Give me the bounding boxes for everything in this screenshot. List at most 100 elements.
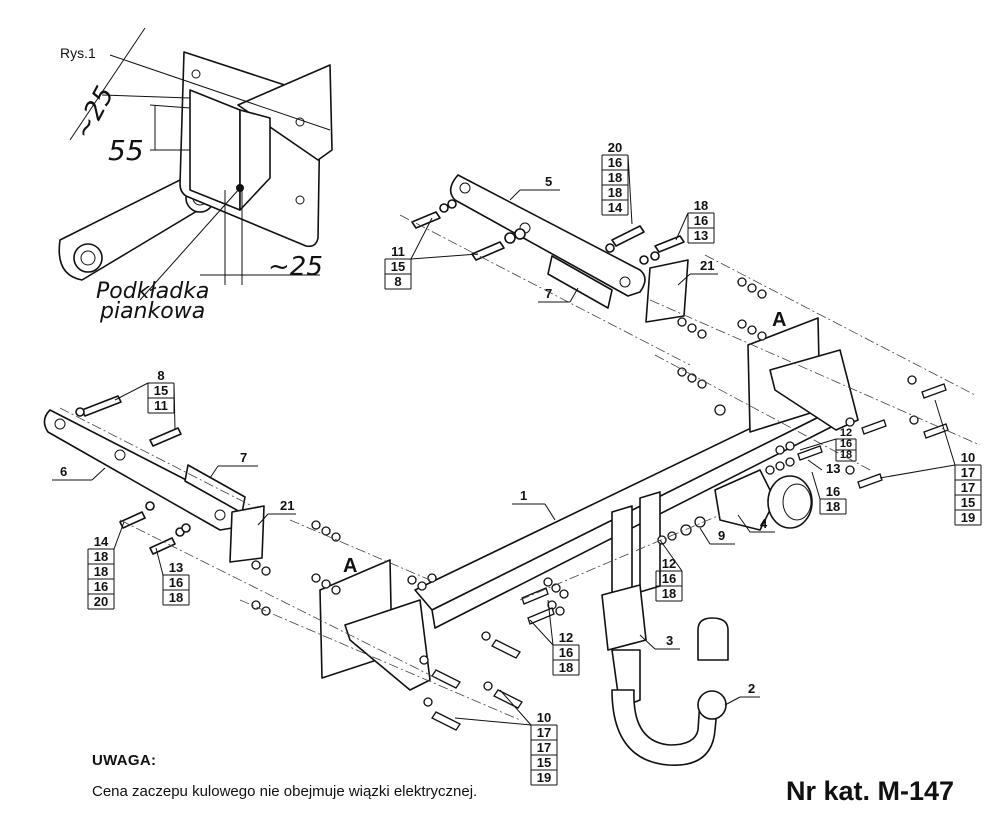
- stack-number: 17: [537, 725, 551, 740]
- part-label-7-right: 7: [545, 286, 552, 301]
- stack-number: 18: [94, 549, 108, 564]
- stack-number: 16: [694, 213, 708, 228]
- tow-ball: [697, 690, 727, 720]
- stack-number: 19: [961, 510, 975, 525]
- stack-number: 18: [559, 660, 573, 675]
- stack-number: 16: [169, 575, 183, 590]
- part-label-2: 2: [748, 681, 755, 696]
- part-label-4: 4: [760, 516, 768, 531]
- stack-number: 13: [169, 560, 183, 575]
- stack-leader-line: [547, 599, 554, 646]
- stack-number: 16: [662, 571, 676, 586]
- stack-number: 12: [559, 630, 573, 645]
- stack-leader-line: [499, 689, 532, 726]
- part-labels: 1 2 3 4 5 6 7 7 9 21 21 13: [52, 174, 840, 706]
- stack-number: 18: [169, 590, 183, 605]
- part-label-7-left: 7: [240, 450, 247, 465]
- dimension-25-horizontal: ~25: [268, 252, 323, 282]
- stack-number: 8: [394, 274, 401, 289]
- left-end-box: [344, 599, 431, 691]
- part-label-21-right: 21: [700, 258, 714, 273]
- foam-pad-21-left: [229, 505, 265, 563]
- stack-number: 18: [840, 449, 852, 461]
- stack-number: 15: [154, 383, 168, 398]
- spacer-plate-7-right: [547, 255, 613, 309]
- note-title: UWAGA:: [92, 752, 157, 769]
- stack-number: 16: [608, 155, 622, 170]
- stack-number: 16: [559, 645, 573, 660]
- stack-number: 18: [94, 564, 108, 579]
- stack-number: 17: [537, 740, 551, 755]
- stack-number: 10: [537, 710, 551, 725]
- electric-socket-4: [767, 475, 813, 529]
- stack-number: 8: [157, 368, 164, 383]
- part-label-6: 6: [60, 464, 67, 479]
- assembly-axis-lines: [59, 214, 981, 721]
- stack-number: 10: [961, 450, 975, 465]
- foam-pad-21-right: [645, 259, 689, 323]
- foam-pad-label-line1: Podkładka: [96, 279, 209, 304]
- part-label-13: 13: [826, 461, 840, 476]
- part-label-21-left: 21: [280, 498, 294, 513]
- section-mark-a-right: A: [772, 309, 786, 331]
- ball-holder-3: [601, 584, 647, 651]
- stack-number: 15: [961, 495, 975, 510]
- ball-cap: [697, 617, 729, 661]
- part-label-9: 9: [718, 528, 725, 543]
- stack-number: 16: [840, 438, 852, 450]
- stack-number: 14: [608, 200, 623, 215]
- stack-leader-line: [675, 212, 689, 241]
- stack-leader-line: [410, 253, 479, 260]
- stack-number: 18: [662, 586, 676, 601]
- detail-spacer-front: [73, 243, 103, 273]
- right-mounting-bracket: [411, 174, 689, 323]
- stack-number: 20: [608, 140, 622, 155]
- note-text: Cena zaczepu kulowego nie obejmuje wiązk…: [92, 783, 478, 800]
- dimension-55: 55: [108, 134, 144, 167]
- detail-beam: [237, 64, 333, 161]
- stack-leader-line: [879, 464, 956, 479]
- stack-number: 11: [154, 398, 168, 413]
- stack-number: 17: [961, 465, 975, 480]
- stack-number: 11: [391, 244, 405, 259]
- detail-figure: Rys.1 ~25 55 ~25 Podkładka piankowa: [58, 27, 333, 324]
- main-crossbeam: [319, 317, 859, 766]
- stack-number: 18: [694, 198, 708, 213]
- stack-leader-line: [410, 217, 433, 260]
- stack-leader-line: [627, 154, 633, 225]
- stack-number: 15: [391, 259, 405, 274]
- figure-label: Rys.1: [60, 45, 96, 61]
- stack-leader-line: [934, 399, 956, 466]
- stack-leader-line: [155, 547, 164, 576]
- part-label-5: 5: [545, 174, 552, 189]
- stack-leader-line: [454, 717, 532, 726]
- stack-leader-line: [114, 382, 149, 401]
- stack-leader-line: [811, 471, 821, 500]
- stack-number: 14: [94, 534, 109, 549]
- stack-leader-line: [173, 382, 176, 431]
- stack-number: 16: [826, 484, 840, 499]
- bracket-5: [449, 174, 646, 297]
- stack-number: 13: [694, 228, 708, 243]
- stack-leader-line: [659, 539, 683, 572]
- part-label-1: 1: [520, 488, 527, 503]
- section-mark-a-left: A: [343, 555, 357, 577]
- stack-number: 17: [961, 480, 975, 495]
- hardware-nuts: [251, 277, 949, 731]
- foam-pad-label-line2: piankowa: [99, 299, 205, 324]
- stack-number: 19: [537, 770, 551, 785]
- part-label-3: 3: [666, 633, 673, 648]
